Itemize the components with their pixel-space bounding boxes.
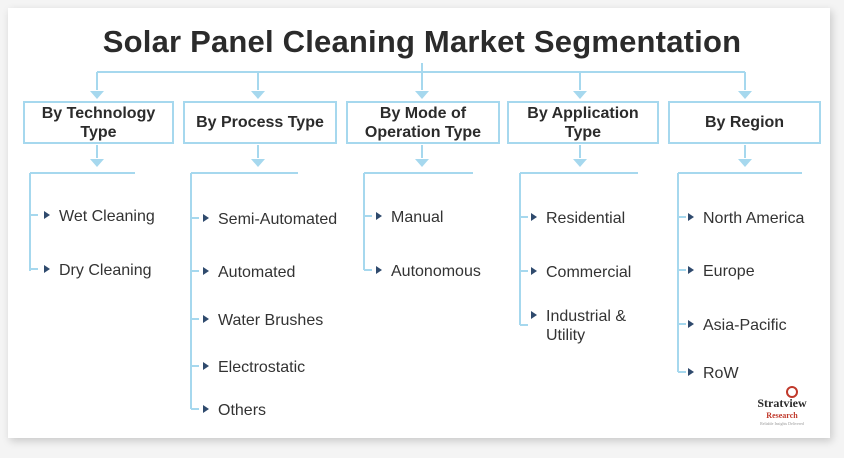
down-arrow-icon — [738, 159, 752, 167]
list-item: North America — [688, 209, 804, 228]
list-item: Residential — [531, 209, 625, 228]
segment-label: By Process Type — [196, 114, 324, 131]
list-item: Industrial & Utility — [531, 307, 656, 345]
stratview-logo: Stratview Research Reliable Insights Del… — [742, 386, 822, 430]
bullet-arrow-icon — [531, 267, 537, 275]
segment-label: By Technology Type — [41, 104, 156, 141]
list-item: Dry Cleaning — [44, 261, 151, 280]
bullet-arrow-icon — [688, 368, 694, 376]
segment-label: By Application Type — [527, 104, 639, 141]
bullet-arrow-icon — [376, 212, 382, 220]
segment-label: By Mode of Operation Type — [364, 104, 482, 141]
bullet-arrow-icon — [688, 266, 694, 274]
segment-label: By Region — [704, 114, 785, 131]
logo-mark-icon — [786, 386, 798, 398]
down-arrow-icon — [251, 159, 265, 167]
list-item: Wet Cleaning — [44, 207, 155, 226]
down-arrow-icon — [415, 159, 429, 167]
down-arrow-icon — [90, 159, 104, 167]
bullet-arrow-icon — [688, 213, 694, 221]
down-arrow-icon — [738, 91, 752, 99]
down-arrow-icon — [251, 91, 265, 99]
list-item: Water Brushes — [203, 311, 323, 330]
list-item: Europe — [688, 262, 755, 281]
down-arrow-icon — [415, 91, 429, 99]
bullet-arrow-icon — [531, 213, 537, 221]
bullet-arrow-icon — [688, 320, 694, 328]
segment-technology-box: By Technology Type — [23, 101, 174, 144]
segment-application-box: By Application Type — [507, 101, 659, 144]
segment-region-box: By Region — [668, 101, 821, 144]
segment-operation-box: By Mode of Operation Type — [346, 101, 500, 144]
list-item: Automated — [203, 263, 295, 282]
bullet-arrow-icon — [44, 211, 50, 219]
segment-process-box: By Process Type — [183, 101, 337, 144]
list-item: Electrostatic — [203, 358, 305, 377]
bullet-arrow-icon — [203, 267, 209, 275]
bullet-arrow-icon — [44, 265, 50, 273]
bullet-arrow-icon — [203, 362, 209, 370]
down-arrow-icon — [573, 159, 587, 167]
bullet-arrow-icon — [203, 214, 209, 222]
bullet-arrow-icon — [203, 405, 209, 413]
list-item: Asia-Pacific — [688, 316, 787, 335]
bullet-arrow-icon — [531, 311, 537, 319]
list-item: Manual — [376, 208, 443, 227]
bullet-arrow-icon — [376, 266, 382, 274]
bullet-arrow-icon — [203, 315, 209, 323]
list-item: Autonomous — [376, 262, 481, 281]
list-item: Others — [203, 401, 266, 420]
list-item: RoW — [688, 364, 739, 383]
page-title: Solar Panel Cleaning Market Segmentation — [102, 24, 742, 59]
down-arrow-icon — [90, 91, 104, 99]
list-item: Commercial — [531, 263, 631, 282]
down-arrow-icon — [573, 91, 587, 99]
list-item: Semi-Automated — [203, 210, 337, 229]
diagram-card — [8, 8, 830, 438]
